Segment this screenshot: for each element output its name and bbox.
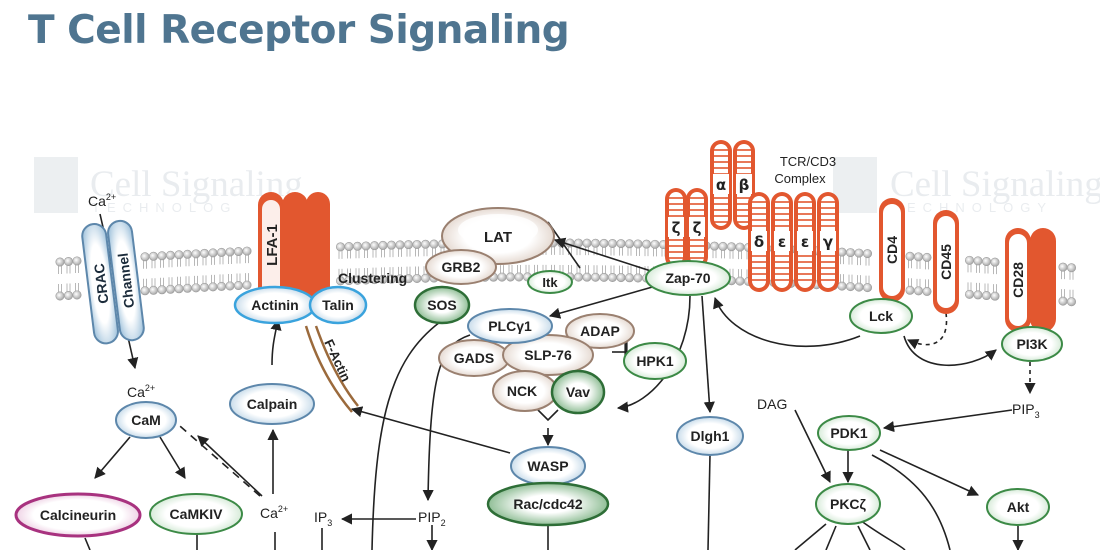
pip2-label: PIP2 [418, 509, 446, 528]
pkcz-label: PKCζ [830, 496, 867, 512]
clustering-label: Clustering [338, 270, 407, 286]
alpha-chain: α [710, 140, 732, 230]
zap70-protein: Zap-70 [645, 260, 731, 296]
crac-channel: CRAC Channel [81, 219, 145, 345]
pi3k-label: PI3K [1016, 336, 1047, 352]
rac-label: Rac/cdc42 [513, 496, 582, 512]
zeta-chain: ζ [665, 188, 687, 268]
delta-chain-label: δ [754, 233, 764, 251]
epsilon-chain-label: ε [778, 233, 786, 251]
dag-label: DAG [757, 396, 787, 412]
adap-label: ADAP [580, 323, 620, 339]
plcg1-label: PLCγ1 [488, 318, 532, 334]
watermark-name: Cell Signaling [890, 164, 1100, 205]
akt-protein: Akt [986, 488, 1050, 526]
cd45-label: CD45 [938, 244, 954, 280]
lfa1-label: LFA-1 [264, 224, 281, 266]
factin-filament [304, 325, 353, 413]
vav-nck-fork [537, 409, 559, 422]
tcr-complex-label-1: TCR/CD3 [780, 154, 836, 169]
delta-chain: δ [748, 192, 770, 292]
camkiv-label: CaMKIV [170, 506, 224, 522]
itk-label: Itk [542, 275, 558, 290]
hpk1-label: HPK1 [636, 353, 674, 369]
tcr-complex-label-2: Complex [774, 171, 826, 186]
actinin-protein: Actinin [233, 285, 317, 325]
gads-label: GADS [454, 350, 494, 366]
epsilon-chain: ε [771, 192, 793, 292]
camkiv-protein: CaMKIV [149, 493, 243, 535]
dlgh1-protein: Dlgh1 [676, 416, 744, 456]
calcineurin-label: Calcineurin [40, 507, 116, 523]
pip3-label: PIP3 [1012, 401, 1040, 420]
pdk1-protein: PDK1 [817, 415, 881, 451]
channel-label: Channel [115, 252, 138, 309]
pdk1-label: PDK1 [830, 425, 868, 441]
pi3k-protein: PI3K [1001, 326, 1063, 362]
actinin-label: Actinin [251, 297, 298, 313]
calpain-protein: Calpain [229, 383, 315, 425]
rac-cdc42-protein: Rac/cdc42 [486, 481, 610, 527]
cd28-label: CD28 [1010, 262, 1026, 298]
alpha-chain-label: α [716, 176, 726, 194]
talin-label: Talin [322, 297, 354, 313]
adap-protein: ADAP [565, 313, 635, 349]
nck-protein: NCK [492, 370, 558, 412]
beta-chain-label: β [739, 176, 750, 194]
epsilon-chain-label: ε [801, 233, 809, 251]
gamma-chain: γ [817, 192, 839, 292]
cd45-receptor: CD45 [933, 210, 959, 314]
cam-label: CaM [131, 412, 161, 428]
akt-label: Akt [1007, 499, 1030, 515]
gamma-chain-label: γ [823, 233, 833, 251]
zeta-chain-label: ζ [693, 219, 702, 237]
itk-protein: Itk [527, 270, 573, 294]
hpk1-protein: HPK1 [623, 342, 687, 380]
dlgh1-label: Dlgh1 [691, 428, 730, 444]
watermark-sub: TECHNOLOGY [892, 200, 1053, 215]
slp76-protein: SLP-76 [502, 334, 594, 376]
cd4-receptor: CD4 [879, 198, 905, 302]
lck-protein: Lck [849, 298, 913, 334]
zeta-chain-label: ζ [672, 219, 681, 237]
nck-label: NCK [507, 383, 537, 399]
vav-protein: Vav [550, 369, 606, 415]
ca-release-label: Ca2+ [260, 504, 288, 521]
lat-label: LAT [484, 229, 512, 246]
grb2-protein: GRB2 [425, 249, 497, 285]
cd4-label: CD4 [884, 236, 900, 264]
slp76-label: SLP-76 [524, 347, 572, 363]
watermark-sub: TECHNOLOG [92, 200, 237, 215]
ip3-label: IP3 [314, 509, 332, 528]
plcg1-protein: PLCγ1 [467, 308, 553, 344]
vav-label: Vav [566, 384, 590, 400]
crac-label: CRAC [91, 263, 112, 305]
lck-label: Lck [869, 308, 893, 324]
wasp-label: WASP [527, 458, 568, 474]
sos-protein: SOS [413, 285, 471, 325]
calpain-label: Calpain [247, 396, 298, 412]
cd28-receptor: CD28 [1005, 228, 1056, 332]
lfa1-receptor: LFA-1 [258, 192, 330, 302]
grb2-label: GRB2 [442, 259, 481, 275]
pkcz-protein: PKCζ [815, 483, 881, 525]
calcineurin-protein: Calcineurin [14, 492, 142, 538]
zeta-chain: ζ [686, 188, 708, 268]
talin-protein: Talin [308, 285, 368, 325]
zap70-label: Zap-70 [665, 270, 710, 286]
ca-extracellular-label: Ca2+ [88, 192, 116, 209]
gads-protein: GADS [438, 339, 510, 377]
cam-protein: CaM [115, 401, 177, 439]
wasp-protein: WASP [510, 446, 586, 486]
epsilon-chain: ε [794, 192, 816, 292]
watermark-right: Cell Signaling TECHNOLOGY [833, 157, 1100, 215]
sos-label: SOS [427, 297, 457, 313]
page-title: T Cell Receptor Signaling [28, 8, 570, 53]
ca-cytosol-label: Ca2+ [127, 383, 155, 400]
